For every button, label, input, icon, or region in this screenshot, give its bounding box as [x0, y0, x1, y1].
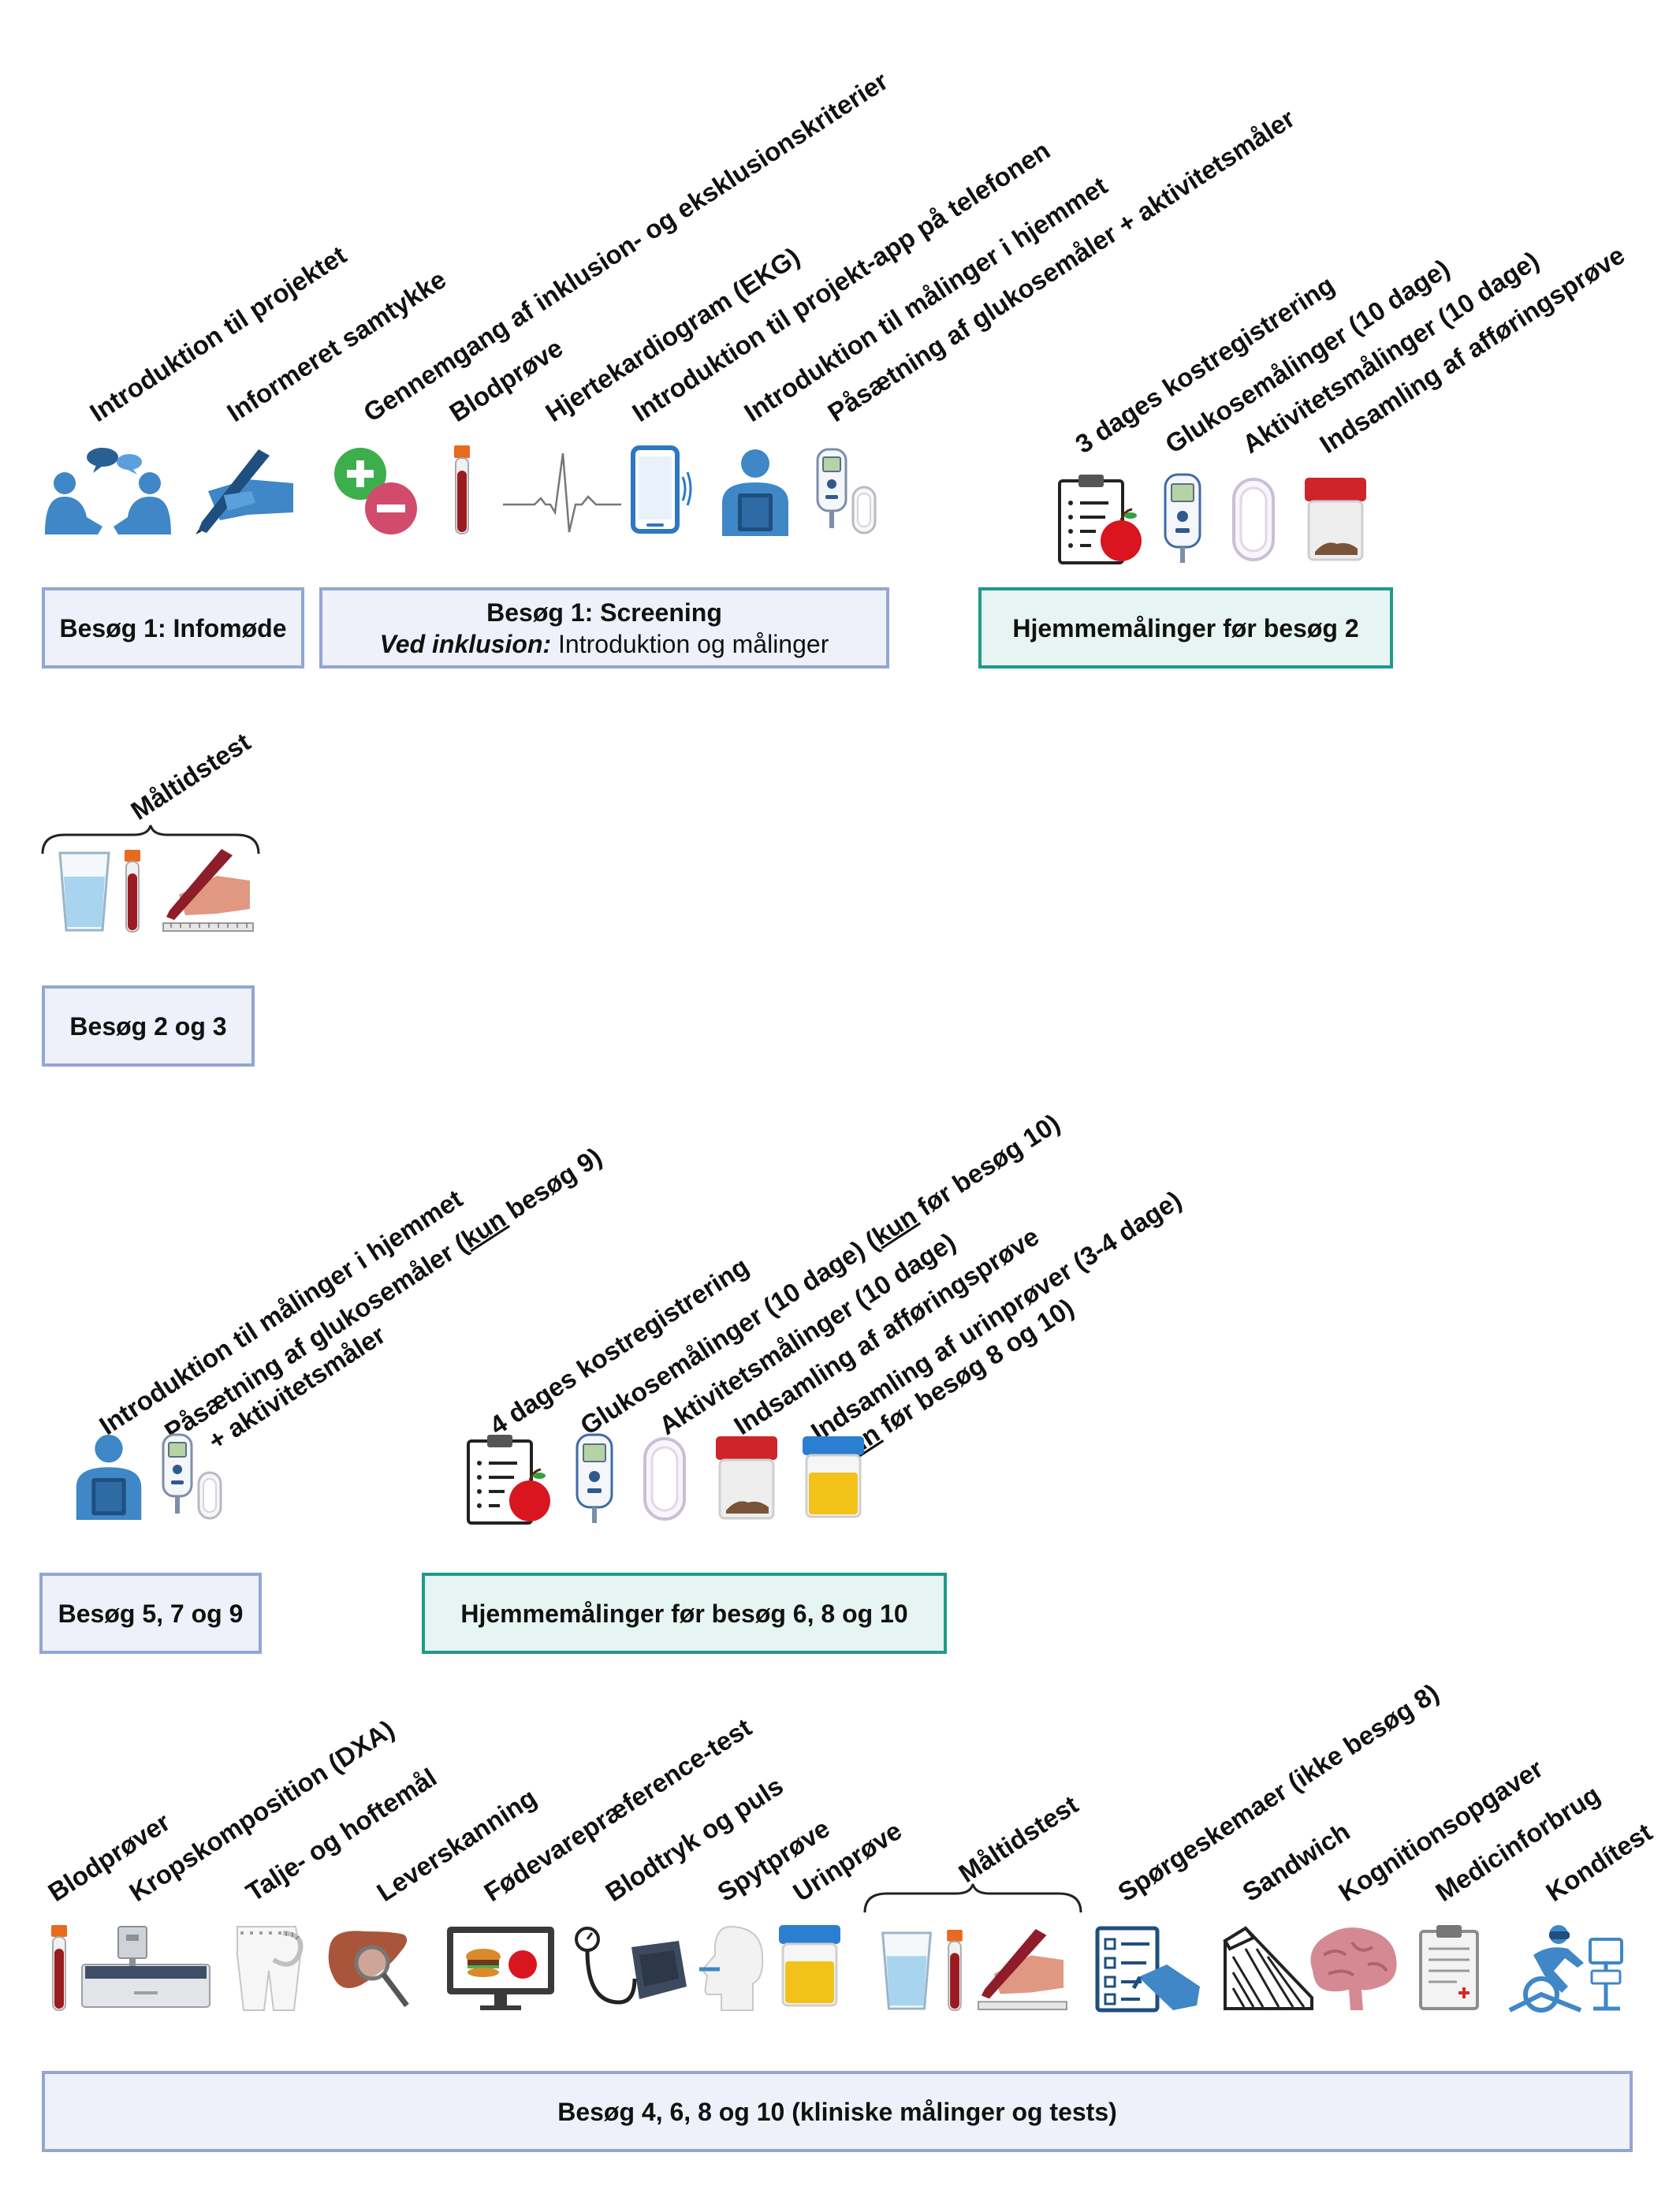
water-glass-icon — [58, 851, 110, 932]
box-visit2-3-text: Besøg 2 og 3 — [69, 1011, 227, 1041]
diet-clipboard-icon-2 — [467, 1435, 550, 1525]
box-visits-5-7-9: Besøg 5, 7 og 9 — [39, 1573, 262, 1654]
label-meal-test-2: Måltidstest — [953, 1789, 1084, 1889]
fitness-bike-icon — [1508, 1925, 1623, 2013]
stool-sample-jar-icon — [1305, 478, 1366, 561]
glucose-meter-icon-2 — [1164, 473, 1201, 563]
label-informed-consent: Informeret samtykke — [222, 264, 452, 428]
box-home-before-visits-6-8-10: Hjemmemålinger før besøg 6, 8 og 10 — [422, 1573, 947, 1654]
label-glucose-attach-visit9: Påsætning af glukosemåler (kun besøg 9) … — [158, 1141, 624, 1474]
stool-sample-jar-icon-2 — [716, 1436, 777, 1520]
glucose-meter-icon — [816, 448, 877, 534]
label-sandwich: Sandwich — [1237, 1816, 1355, 1908]
box-home-before-visits-6-8-10-text: Hjemmemålinger før besøg 6, 8 og 10 — [460, 1599, 908, 1628]
box-visit1-screening-subtitle: Ved inklusion: Introduktion og målinger — [380, 628, 829, 660]
label-activity-10days: Aktivitetsmålinger (10 dage) — [1237, 245, 1544, 460]
glucose-meter-icon-3 — [162, 1433, 222, 1520]
box-home-before-visit2: Hjemmemålinger før besøg 2 — [978, 587, 1393, 668]
sandwich-icon — [1223, 1926, 1313, 2010]
questionnaire-icon — [1095, 1926, 1200, 2013]
screening-inclusion-text: Introduktion og målinger — [551, 629, 829, 658]
brain-icon — [1310, 1927, 1397, 2010]
hand-signing-icon — [196, 449, 293, 534]
ecg-icon — [503, 452, 621, 533]
hand-writing-scale-icon-2 — [978, 1928, 1067, 2011]
urine-sample-jar-icon-2 — [779, 1925, 840, 2007]
curly-brace-2 — [863, 1883, 1082, 1913]
medicine-clipboard-icon — [1419, 1925, 1479, 2010]
label-meal-test: Måltidstest — [125, 727, 256, 826]
people-talking-icon — [45, 448, 171, 534]
plus-minus-icon — [334, 448, 417, 534]
person-tablet-icon — [722, 449, 788, 536]
box-home-before-visit2-text: Hjemmemålinger før besøg 2 — [1012, 613, 1359, 642]
person-tablet-icon-2 — [76, 1434, 142, 1520]
screening-inclusion-italic: Ved inklusion: — [379, 629, 552, 658]
label-app-intro: Introduktion til projekt-app på telefone… — [627, 135, 1056, 428]
glucose-attach-b: besøg 9) — [494, 1141, 607, 1229]
box-visits-4-6-8-10-text: Besøg 4, 6, 8 og 10 (kliniske målinger o… — [557, 2097, 1117, 2126]
activity-sensor-icon — [1232, 478, 1275, 561]
glucose-10-b: før besøg 10) — [906, 1108, 1065, 1226]
blood-tube-icon — [454, 445, 470, 534]
blood-pressure-cuff-icon — [575, 1927, 687, 2005]
box-visit1-info-meeting-text: Besøg 1: Infomøde — [59, 613, 287, 642]
hand-writing-scale-icon — [162, 849, 254, 932]
smartphone-icon — [631, 445, 692, 534]
box-visit1-screening: Besøg 1: Screening Ved inklusion: Introd… — [319, 587, 889, 668]
liver-scan-icon — [328, 1931, 409, 2008]
activity-sensor-icon-2 — [643, 1437, 686, 1521]
box-visit2-3: Besøg 2 og 3 — [42, 985, 255, 1067]
water-glass-icon-2 — [881, 1931, 933, 2010]
box-visits-4-6-8-10: Besøg 4, 6, 8 og 10 (kliniske målinger o… — [42, 2071, 1633, 2152]
diet-clipboard-icon — [1058, 475, 1142, 564]
curly-brace — [41, 825, 260, 855]
waist-hip-measure-icon — [237, 1926, 304, 2011]
dxa-scanner-icon — [81, 1926, 210, 2008]
saliva-sample-icon — [699, 1925, 764, 2011]
glucose-meter-icon-4 — [576, 1433, 613, 1523]
box-visit1-info-meeting: Besøg 1: Infomøde — [42, 587, 304, 668]
label-stool-sample: Indsamling af afføringsprøve — [1314, 240, 1630, 460]
box-visit1-screening-title: Besøg 1: Screening — [486, 598, 722, 627]
food-preference-screen-icon — [447, 1927, 554, 2010]
urine-sample-jar-icon — [803, 1436, 864, 1518]
label-introduction-project: Introduktion til projektet — [84, 240, 352, 428]
blood-tube-icon-2 — [125, 850, 140, 933]
glucose-attach-a: Påsætning af glukosemåler ( — [158, 1229, 472, 1447]
blood-tube-icon-4 — [947, 1930, 963, 2012]
label-glucose-activity-attach: Påsætning af glukosemåler + aktivitetsmå… — [822, 103, 1300, 428]
blood-tube-icon-3 — [51, 1925, 67, 2011]
box-visits-5-7-9-text: Besøg 5, 7 og 9 — [58, 1599, 244, 1628]
